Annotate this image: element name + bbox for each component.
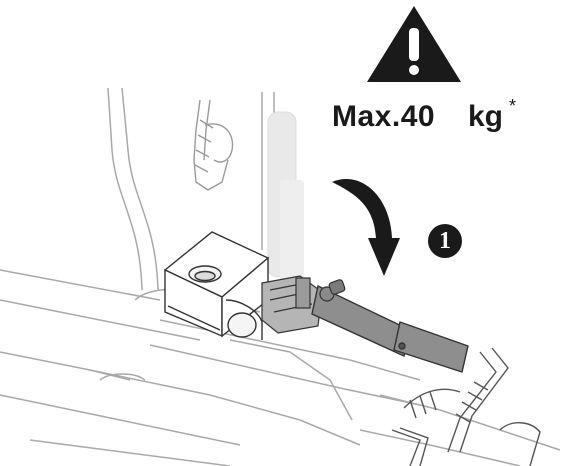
max-load-label: Max.40 bbox=[332, 100, 436, 133]
handle-start-position bbox=[267, 111, 304, 290]
lock-key-icon bbox=[319, 279, 346, 302]
lever-handle bbox=[311, 284, 469, 373]
step-number: 1 bbox=[439, 228, 451, 254]
rotation-arrow-icon bbox=[332, 178, 400, 276]
clamp-block bbox=[261, 275, 323, 334]
footnote-asterisk: * bbox=[509, 96, 517, 116]
wheel-strap bbox=[391, 347, 541, 466]
lock-housing bbox=[163, 231, 270, 340]
warning-triangle-icon bbox=[367, 6, 461, 82]
weight-unit-label: kg bbox=[468, 100, 504, 133]
strap-icon bbox=[193, 99, 234, 191]
step-badge-icon bbox=[428, 224, 462, 258]
